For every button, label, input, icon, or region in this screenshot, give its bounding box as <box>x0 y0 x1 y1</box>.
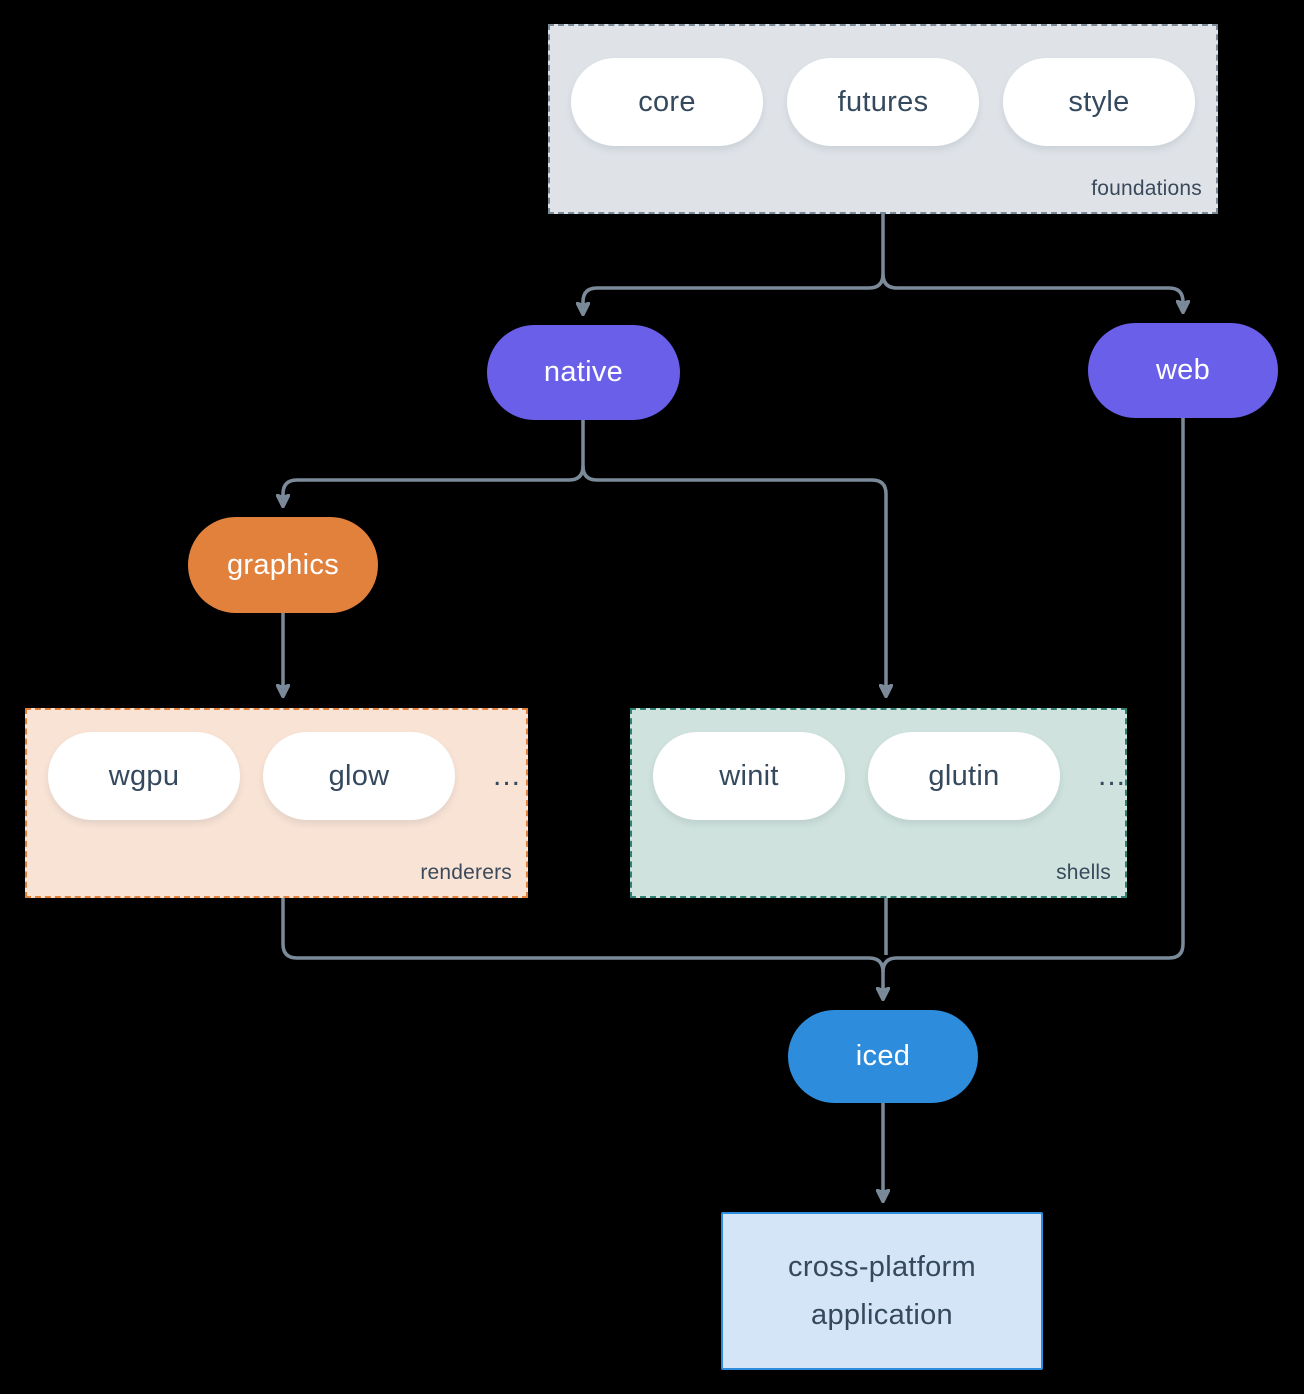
node-wgpu: wgpu <box>48 732 240 820</box>
foundations-group-label: foundations <box>1091 177 1202 200</box>
edge-native-graphics <box>283 420 585 506</box>
edge-web-iced <box>881 418 1185 973</box>
renderers-group-label: renderers <box>420 861 512 884</box>
foundations-pill-row: core futures style <box>550 26 1216 146</box>
node-native: native <box>487 325 680 420</box>
renderers-ellipsis: ... <box>493 759 522 792</box>
node-core: core <box>571 58 763 146</box>
renderers-pill-row: wgpu glow ... <box>27 710 526 820</box>
node-cross-platform-application: cross-platform application <box>721 1212 1043 1370</box>
node-futures: futures <box>787 58 979 146</box>
edge-native-shells <box>581 465 886 696</box>
node-web: web <box>1088 323 1278 418</box>
group-shells: winit glutin ... shells <box>630 708 1127 898</box>
application-label-line-2: application <box>811 1299 953 1331</box>
node-glutin: glutin <box>868 732 1060 820</box>
shells-group-label: shells <box>1056 861 1111 884</box>
node-winit: winit <box>653 732 845 820</box>
node-glow: glow <box>263 732 455 820</box>
node-style: style <box>1003 58 1195 146</box>
node-graphics: graphics <box>188 517 378 613</box>
edge-foundations-native <box>583 214 885 314</box>
edge-renderers-iced <box>281 898 883 999</box>
application-label-line-1: cross-platform <box>788 1251 976 1283</box>
node-iced: iced <box>788 1010 978 1103</box>
group-renderers: wgpu glow ... renderers <box>25 708 528 898</box>
group-foundations: core futures style foundations <box>548 24 1218 214</box>
shells-ellipsis: ... <box>1098 759 1127 792</box>
shells-pill-row: winit glutin ... <box>632 710 1125 820</box>
edge-foundations-web <box>881 273 1183 312</box>
